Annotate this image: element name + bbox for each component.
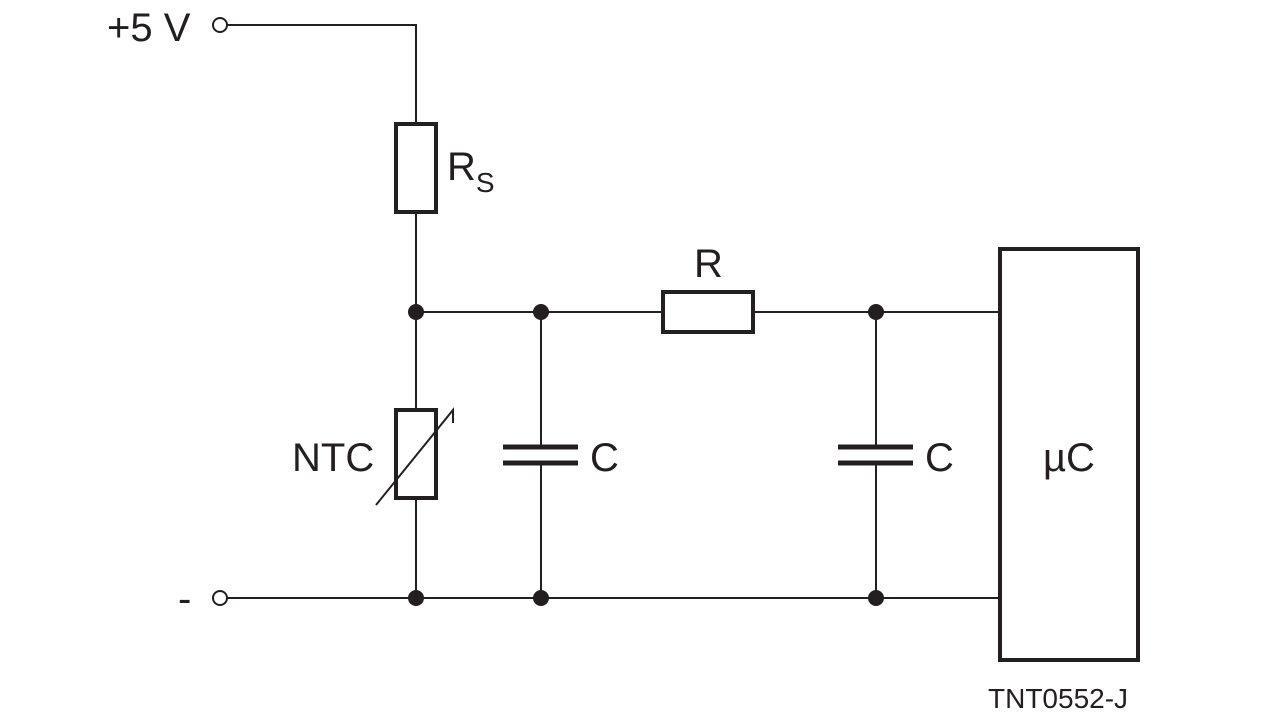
- sense-resistor-letter: R: [447, 145, 476, 189]
- supply-terminal: [212, 17, 228, 33]
- supply-label: +5 V: [107, 6, 191, 50]
- series-resistor-label: R: [694, 242, 723, 286]
- capacitor-1-label: C: [590, 436, 619, 480]
- sense-resistor-label: RS: [447, 145, 495, 198]
- junction-dot: [533, 590, 549, 606]
- figure-code: TNT0552-J: [988, 683, 1128, 714]
- ntc-slash: [375, 407, 454, 506]
- junction-dot: [868, 304, 884, 320]
- ground-terminal: [212, 590, 228, 606]
- junction-dot: [533, 304, 549, 320]
- ntc-label: NTC: [292, 436, 374, 480]
- ntc-thermistor: [394, 408, 438, 500]
- supply-wire: [227, 24, 417, 124]
- capacitor-2-label: C: [925, 436, 954, 480]
- junction-dot: [868, 590, 884, 606]
- ground-label: -: [178, 577, 191, 621]
- sense-resistor-subscript: S: [476, 167, 495, 198]
- junction-dot: [408, 590, 424, 606]
- microcontroller-box: [998, 247, 1140, 662]
- series-resistor: [661, 290, 755, 334]
- junction-dot: [408, 304, 424, 320]
- microcontroller-label: µC: [1043, 436, 1095, 480]
- sense-resistor: [394, 122, 438, 214]
